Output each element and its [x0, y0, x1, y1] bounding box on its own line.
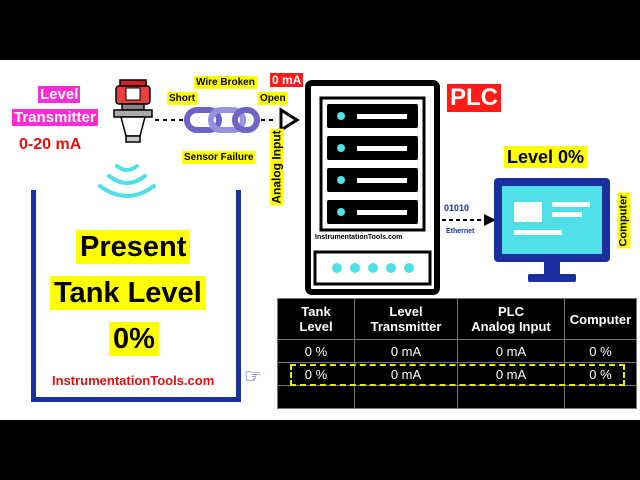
plc-title: PLC — [447, 84, 501, 112]
pointing-hand-icon: ☞ — [244, 366, 262, 388]
header-line: Analog Input — [471, 319, 551, 334]
level-transmitter-label-line2: Transmitter — [12, 109, 98, 126]
plc-rack-icon — [305, 80, 440, 295]
wire-broken-label: Wire Broken — [194, 76, 257, 89]
highlighted-row-outline — [290, 364, 625, 386]
plc-watermark: InstrumentationTools.com — [315, 234, 403, 241]
computer-side-label-wrap: Computer — [596, 192, 631, 249]
analog-input-label: Analog Input — [269, 128, 284, 206]
ethernet-arrow-icon — [442, 214, 496, 226]
table-cell — [564, 385, 637, 409]
level-transmitter-label-line1: Level — [38, 86, 81, 103]
header-line: PLC — [498, 304, 524, 319]
header-line: Level — [389, 304, 423, 319]
open-label: Open — [258, 92, 288, 105]
table-row — [277, 385, 637, 409]
table-cell: 0 mA — [354, 362, 458, 386]
header-computer: Computer — [564, 298, 637, 340]
ethernet-label: Ethernet — [446, 228, 475, 235]
table-cell: 0 mA — [354, 339, 458, 363]
level-transmitter-icon — [113, 79, 153, 143]
tank-level-text: Tank Level — [50, 276, 206, 310]
table-cell: 0 % — [277, 339, 355, 363]
header-line: Tank — [301, 304, 331, 319]
signal-waves-icon — [98, 164, 156, 198]
computer-side-label: Computer — [617, 192, 631, 249]
table-cell — [354, 385, 458, 409]
table-header-row: Tank Level Level Transmitter PLC Analog … — [277, 298, 637, 340]
table-cell — [277, 385, 355, 409]
binary-data: 01010 — [444, 203, 470, 213]
tank-percent-text: 0% — [109, 322, 159, 356]
diagram-canvas: Level Transmitter 0-20 mA Wire Broken Sh… — [0, 60, 640, 420]
website-text: InstrumentationTools.com — [52, 373, 215, 388]
present-text: Present — [76, 230, 191, 264]
tank-outline — [31, 190, 241, 402]
computer-level-label: Level 0% — [504, 146, 588, 168]
header-plc-analog-input: PLC Analog Input — [457, 298, 565, 340]
header-level-transmitter: Level Transmitter — [354, 298, 458, 340]
status-table: Tank Level Level Transmitter PLC Analog … — [277, 298, 637, 409]
transmitter-range: 0-20 mA — [19, 136, 82, 153]
header-line: Computer — [569, 311, 632, 327]
table-cell: 0 % — [564, 339, 637, 363]
table-cell — [457, 385, 565, 409]
header-line: Transmitter — [370, 319, 442, 334]
table-cell: 0 mA — [457, 362, 565, 386]
table-row: 0 % 0 mA 0 mA 0 % — [277, 339, 637, 363]
computer-monitor-icon — [494, 178, 610, 282]
zero-ma-label: 0 mA — [270, 73, 304, 87]
header-tank-level: Tank Level — [277, 298, 355, 340]
sensor-failure-label: Sensor Failure — [182, 151, 256, 164]
short-label: Short — [167, 92, 198, 105]
broken-wire-chain-icon — [155, 107, 300, 133]
table-cell: 0 mA — [457, 339, 565, 363]
header-line: Level — [299, 319, 333, 334]
